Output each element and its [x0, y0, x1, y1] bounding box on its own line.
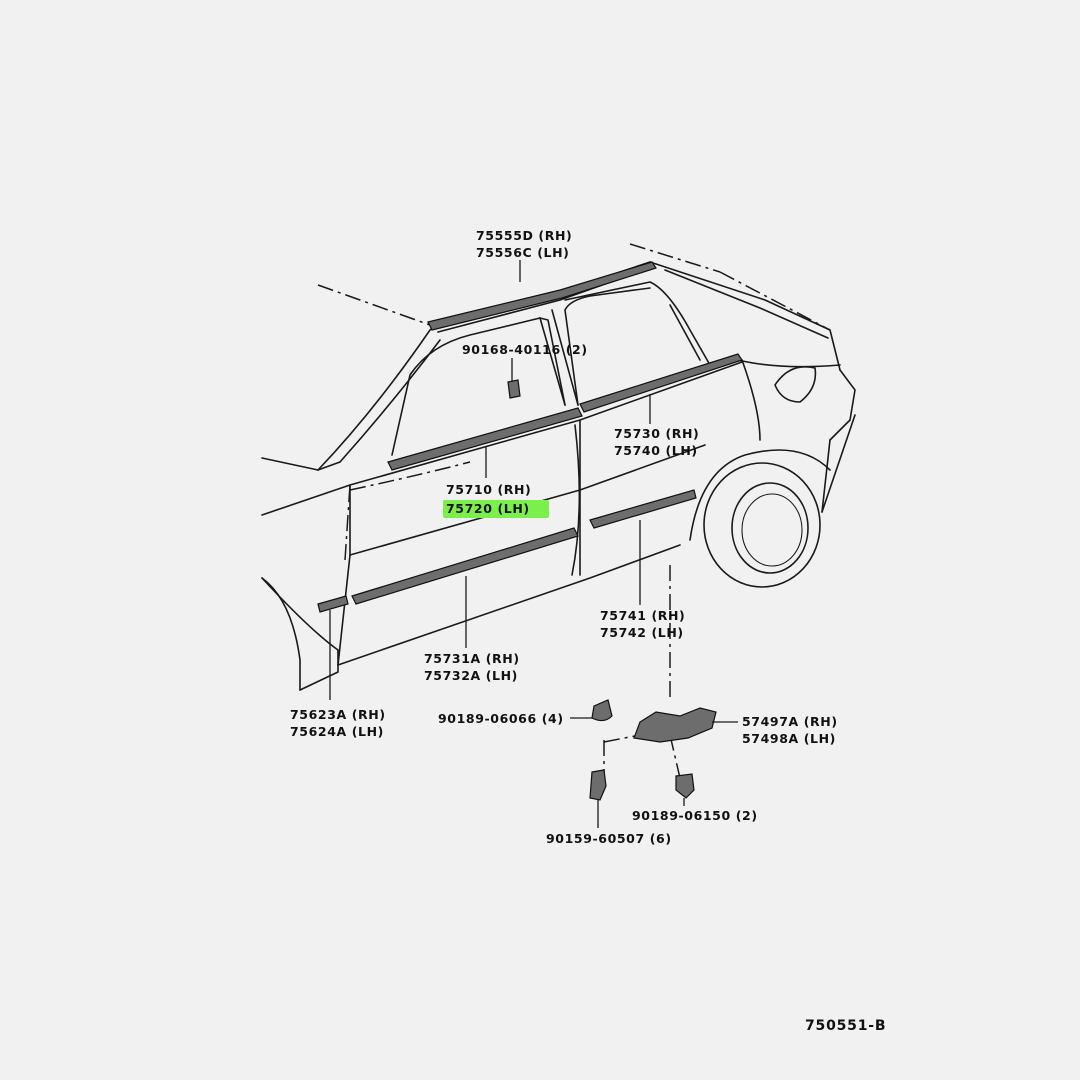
label-rear-belt-rh: 75730 (RH) [614, 426, 699, 441]
highlight-75720 [443, 500, 549, 518]
clip-90189-06150 [675, 773, 695, 799]
rear-belt-moulding [579, 353, 743, 413]
hardware-parts [589, 699, 717, 801]
moulding-parts [317, 261, 743, 613]
front-belt-moulding [387, 407, 583, 471]
door-clip [507, 379, 521, 399]
phantom-lines [317, 243, 831, 779]
label-front-belt-rh: 75710 (RH) [446, 482, 531, 497]
label-rear-belt-lh: 75740 (LH) [614, 443, 698, 458]
diagram-reference-code: 750551-B [805, 1018, 886, 1034]
label-roof-lh: 75556C (LH) [476, 245, 569, 260]
label-bracket-rh: 57497A (RH) [742, 714, 838, 729]
label-screw: 90159-60507 (6) [546, 831, 672, 846]
clip-90189-06066 [591, 699, 613, 722]
label-fender-lh: 75624A (LH) [290, 724, 384, 739]
car-body-outline [261, 261, 856, 691]
bracket-57497A [633, 707, 717, 743]
label-clip-b: 90189-06066 (4) [438, 711, 564, 726]
label-front-belt-lh: 75720 (LH) [446, 501, 530, 516]
leader-lines [329, 260, 738, 828]
label-rear-side-rh: 75741 (RH) [600, 608, 685, 623]
label-clip-c: 90189-06150 (2) [632, 808, 758, 823]
label-front-side-rh: 75731A (RH) [424, 651, 520, 666]
label-rear-side-lh: 75742 (LH) [600, 625, 684, 640]
label-bracket-lh: 57498A (LH) [742, 731, 836, 746]
screw-90159-60507 [589, 769, 607, 801]
roof-drip-moulding [427, 261, 657, 331]
label-fender-rh: 75623A (RH) [290, 707, 386, 722]
part-labels: 75555D (RH) 75556C (LH) 90168-40116 (2) … [290, 228, 838, 846]
fender-moulding [317, 595, 349, 613]
label-roof-rh: 75555D (RH) [476, 228, 572, 243]
rear-side-moulding [589, 489, 697, 529]
label-clip-a: 90168-40116 (2) [462, 342, 588, 357]
label-front-side-lh: 75732A (LH) [424, 668, 518, 683]
front-side-moulding [351, 527, 579, 605]
